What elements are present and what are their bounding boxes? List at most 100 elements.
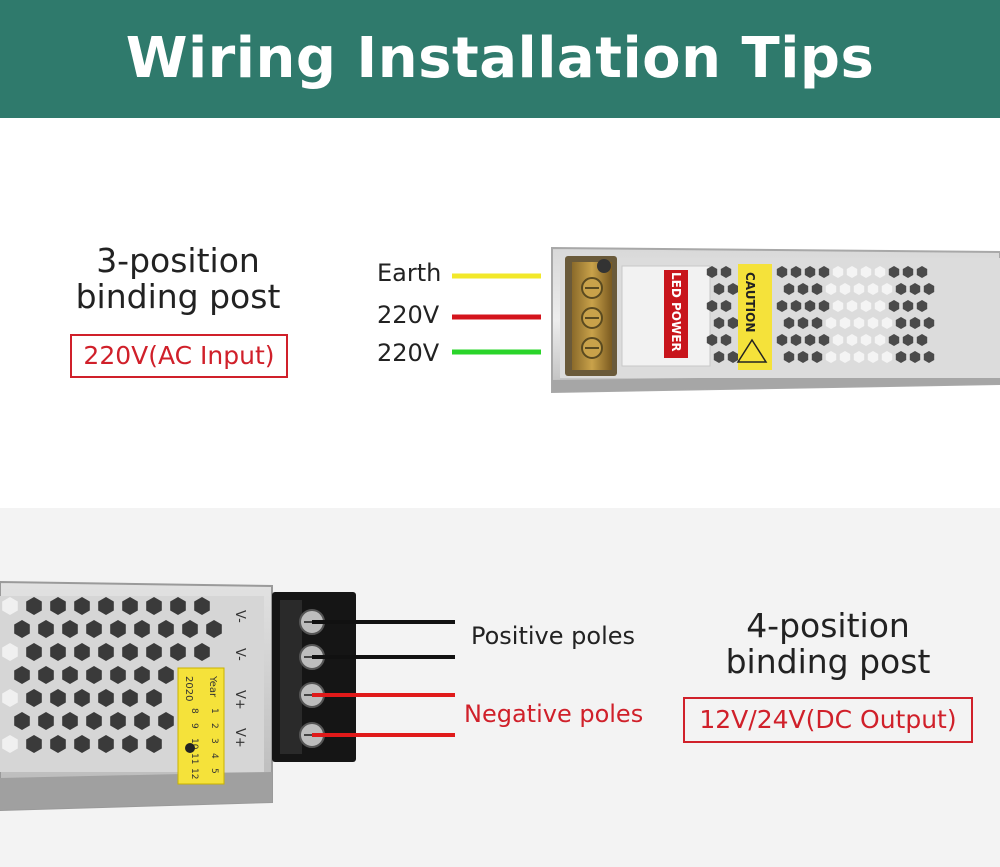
ac-terminal-block	[565, 256, 617, 376]
vent-hole	[825, 317, 837, 329]
vent-hole	[206, 620, 222, 638]
vent-hole	[853, 317, 865, 329]
dc-vent-grid	[2, 597, 222, 753]
vent-hole	[26, 689, 42, 707]
vent-hole	[158, 712, 174, 730]
vent-hole	[182, 620, 198, 638]
vent-hole	[38, 620, 54, 638]
vent-hole	[867, 283, 879, 295]
vent-hole	[846, 266, 858, 278]
vent-hole	[874, 334, 886, 346]
dc-wires	[312, 620, 455, 737]
ac-spec-box: 220V(AC Input)	[70, 334, 288, 378]
vent-hole	[146, 643, 162, 661]
vent-hole	[62, 620, 78, 638]
vent-hole	[194, 643, 210, 661]
dc-mark-1: V-	[232, 610, 247, 623]
vent-hole	[818, 334, 830, 346]
vent-hole	[720, 266, 732, 278]
vent-hole	[158, 620, 174, 638]
vent-hole	[713, 351, 725, 363]
vent-hole	[818, 266, 830, 278]
vent-hole	[804, 266, 816, 278]
vent-hole	[832, 334, 844, 346]
vent-hole	[720, 300, 732, 312]
vent-hole	[783, 283, 795, 295]
vent-hole	[50, 597, 66, 615]
vent-hole	[923, 283, 935, 295]
vent-hole	[811, 351, 823, 363]
dc-post-title-line1: 4-position	[746, 606, 910, 645]
vent-hole	[888, 300, 900, 312]
vent-hole	[832, 266, 844, 278]
vent-hole	[846, 300, 858, 312]
vent-hole	[26, 643, 42, 661]
vent-hole	[74, 597, 90, 615]
vent-hole	[122, 643, 138, 661]
vent-hole	[797, 283, 809, 295]
dc-mark-2: V-	[232, 648, 247, 661]
vent-hole	[804, 300, 816, 312]
ac-wires	[452, 273, 541, 355]
sticker-cell: 5	[209, 768, 219, 774]
ac-power-supply: ⏚ N L LED POWER CAUTION	[551, 246, 1000, 394]
vent-hole	[158, 666, 174, 684]
vent-hole	[86, 712, 102, 730]
vent-hole	[727, 317, 739, 329]
vent-hole	[74, 689, 90, 707]
vent-hole	[916, 266, 928, 278]
vent-hole	[50, 735, 66, 753]
vent-hole	[916, 300, 928, 312]
vent-hole	[122, 597, 138, 615]
vent-hole	[909, 351, 921, 363]
vent-hole	[2, 597, 18, 615]
vent-hole	[902, 266, 914, 278]
vent-hole	[881, 283, 893, 295]
vent-hole	[706, 334, 718, 346]
vent-hole	[50, 689, 66, 707]
vent-hole	[194, 597, 210, 615]
sticker-cell: 11	[189, 753, 199, 764]
vent-hole	[853, 351, 865, 363]
vent-hole	[98, 643, 114, 661]
vent-hole	[895, 283, 907, 295]
vent-hole	[713, 317, 725, 329]
vent-hole	[122, 689, 138, 707]
sticker-cell: 10	[189, 738, 199, 750]
sticker-cell: 12	[189, 768, 199, 779]
dc-post-title-line2: binding post	[725, 642, 931, 681]
vent-hole	[818, 300, 830, 312]
vent-hole	[110, 666, 126, 684]
vent-hole	[706, 300, 718, 312]
vent-hole	[776, 334, 788, 346]
vent-hole	[783, 317, 795, 329]
vent-hole	[874, 300, 886, 312]
vent-hole	[867, 351, 879, 363]
vent-hole	[14, 620, 30, 638]
vent-hole	[38, 712, 54, 730]
vent-hole	[74, 735, 90, 753]
vent-hole	[825, 351, 837, 363]
vent-hole	[727, 351, 739, 363]
vent-hole	[839, 317, 851, 329]
page-title: Wiring Installation Tips	[125, 26, 875, 91]
vent-hole	[867, 317, 879, 329]
vent-hole	[86, 666, 102, 684]
vent-hole	[146, 689, 162, 707]
vent-hole	[98, 597, 114, 615]
vent-hole	[134, 620, 150, 638]
vent-hole	[706, 266, 718, 278]
vent-hole	[860, 300, 872, 312]
vent-hole	[170, 597, 186, 615]
vent-hole	[14, 712, 30, 730]
sticker-cell: 8	[189, 708, 199, 714]
vent-hole	[839, 283, 851, 295]
vent-hole	[146, 597, 162, 615]
vent-hole	[797, 317, 809, 329]
vent-hole	[881, 317, 893, 329]
vent-hole	[825, 283, 837, 295]
vent-hole	[2, 689, 18, 707]
